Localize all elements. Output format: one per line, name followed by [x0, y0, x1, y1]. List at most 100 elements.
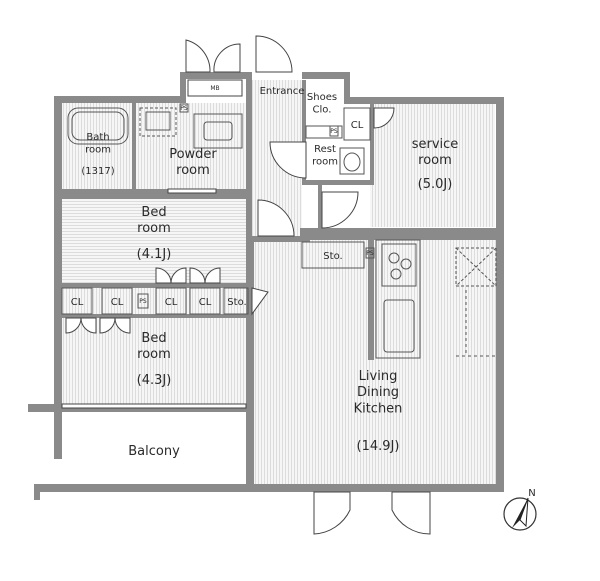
door-hall	[257, 199, 295, 237]
label-sto-kitchen: Sto.	[323, 251, 342, 262]
powder-floor	[136, 103, 246, 189]
label-ldk-size: (14.9J)	[357, 439, 400, 454]
door-restroom	[269, 141, 307, 179]
label-bed1-size: (4.1J)	[137, 247, 172, 262]
wall-closet-bottom	[54, 314, 252, 318]
closet-cl4-box	[189, 287, 221, 315]
wall-shoes-left	[302, 80, 306, 180]
door-cl-top	[373, 107, 395, 129]
door-ldk-bottom-2	[391, 491, 431, 535]
wall-bed-ldk	[246, 240, 254, 492]
kitchen-counter	[375, 239, 421, 359]
door-entrance-top-2	[213, 43, 241, 73]
toilet-bowl	[343, 152, 361, 172]
wall-bath-powder	[132, 103, 136, 193]
burner-1	[388, 252, 400, 264]
washer-pan-inner	[145, 111, 171, 131]
door-entrance-top-1	[185, 39, 211, 73]
wall-top-right	[302, 72, 350, 79]
kitchen-storage-box	[301, 241, 365, 269]
bathtub	[67, 107, 129, 145]
cl-top-box	[343, 107, 371, 141]
wall-top-right2	[344, 72, 350, 104]
ps-box-1	[179, 103, 189, 113]
door-bed1-cl-4	[204, 267, 221, 284]
mb-box	[187, 79, 243, 97]
ps-box-3	[365, 247, 375, 259]
closet-cl2-box	[101, 287, 133, 315]
fridge-space	[455, 247, 497, 287]
door-bed2-cl-4	[114, 317, 131, 334]
floors	[62, 80, 496, 484]
compass-arrow-icon	[512, 498, 528, 528]
label-balcony: Balcony	[128, 444, 180, 459]
wall-service-bottom	[300, 228, 504, 240]
wall-bottom	[246, 484, 504, 492]
door-sto-bed	[251, 287, 269, 316]
door-bed1-cl-2	[170, 267, 187, 284]
label-cl-top: CL	[351, 120, 364, 131]
fixtures	[61, 79, 497, 359]
wall-balcony-left	[34, 484, 40, 500]
wall-bed1-bottom	[54, 283, 252, 288]
wall-bottom-balcony	[34, 484, 248, 492]
wall-left	[54, 96, 62, 406]
compass-arrow-outline	[519, 497, 529, 528]
vanity	[193, 113, 243, 149]
door-service	[321, 191, 359, 229]
balcony-floor	[62, 412, 246, 484]
shoes-closet-shelf	[305, 125, 343, 139]
wall-rest-right	[370, 104, 374, 184]
wall-right	[496, 97, 504, 492]
compass-label: N	[528, 488, 535, 499]
door-powder-slide	[167, 188, 217, 194]
door-ldk-bottom-1	[313, 491, 351, 535]
closet-sto-box	[223, 287, 249, 315]
label-sto-bed: Sto.	[227, 297, 246, 308]
label-entrance: Entrance	[260, 86, 305, 97]
wall-kitchen-counter	[368, 240, 374, 360]
toilet	[339, 147, 365, 175]
wall-top-service	[344, 97, 504, 104]
closet-cl3-box	[155, 287, 187, 315]
label-ps-2: PS	[330, 128, 338, 135]
label-cl4: CL	[199, 297, 212, 308]
kitchen-floor	[300, 240, 496, 358]
wall-service-left	[318, 185, 322, 231]
balcony-window	[61, 403, 247, 409]
ps-box-4	[137, 293, 149, 309]
wall-top-entrance	[246, 72, 252, 240]
wall-top-left	[54, 96, 184, 103]
washer-pan	[139, 107, 177, 137]
label-bath-size: (1317)	[81, 166, 114, 177]
walls	[28, 72, 504, 500]
doors	[61, 35, 431, 535]
label-ps-4: PS	[139, 298, 147, 305]
wall-top-mb	[180, 72, 252, 79]
wall-entrance-ldk	[246, 236, 310, 242]
label-mb: MB	[210, 85, 219, 92]
label-ps-1: PS	[180, 105, 188, 112]
vanity-basin	[203, 121, 233, 141]
burner-2	[400, 258, 412, 270]
door-bed2-cl-2	[80, 317, 97, 334]
label-ps-3: PS	[366, 250, 374, 257]
bath-floor	[62, 103, 132, 189]
label-cl1: CL	[71, 297, 84, 308]
label-service-size: (5.0J)	[418, 177, 453, 192]
service-floor	[370, 103, 495, 227]
closet-floor	[62, 288, 246, 314]
label-bed2-size: (4.3J)	[137, 373, 172, 388]
wall-rest-bottom	[302, 180, 374, 185]
wall-powder-bottom	[54, 189, 252, 199]
stove	[381, 243, 417, 287]
